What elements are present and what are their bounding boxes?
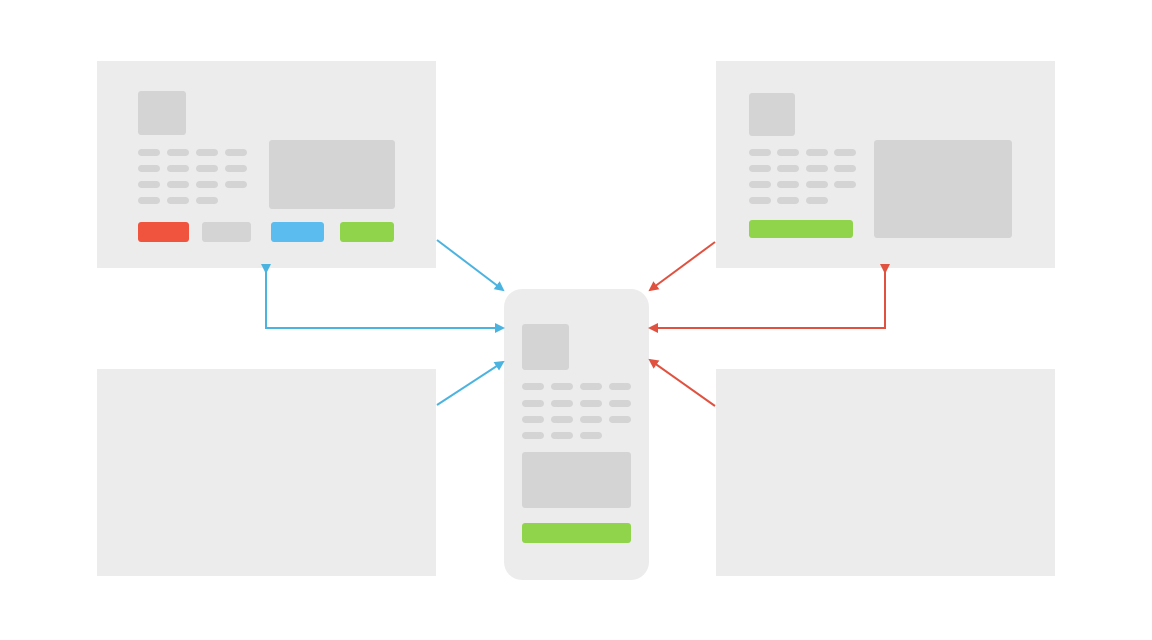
arrow-top-left-to-phone bbox=[436, 239, 505, 292]
text-line-placeholder bbox=[522, 383, 544, 390]
content-placeholder bbox=[874, 140, 1012, 238]
text-line-placeholder bbox=[749, 165, 771, 172]
text-line-placeholder bbox=[225, 165, 247, 172]
text-line-placeholder bbox=[806, 165, 828, 172]
mobile-screen bbox=[504, 289, 649, 580]
text-line-placeholder bbox=[196, 181, 218, 188]
text-line-placeholder bbox=[551, 383, 573, 390]
text-line-placeholder bbox=[777, 181, 799, 188]
arrow-bidirectional-left bbox=[261, 264, 505, 333]
image-placeholder bbox=[749, 93, 795, 136]
text-line-placeholder bbox=[225, 149, 247, 156]
text-line-placeholder bbox=[551, 400, 573, 407]
text-line-placeholder bbox=[834, 149, 856, 156]
green-button[interactable] bbox=[749, 220, 853, 238]
green-button[interactable] bbox=[340, 222, 394, 242]
text-line-placeholder bbox=[522, 432, 544, 439]
text-line-placeholder bbox=[777, 149, 799, 156]
text-line-placeholder bbox=[806, 181, 828, 188]
text-line-placeholder bbox=[580, 383, 602, 390]
green-button[interactable] bbox=[522, 523, 631, 543]
text-line-placeholder bbox=[167, 181, 189, 188]
text-line-placeholder bbox=[749, 149, 771, 156]
red-button[interactable] bbox=[138, 222, 189, 242]
arrow-bottom-left-to-phone bbox=[436, 360, 505, 406]
text-line-placeholder bbox=[806, 149, 828, 156]
text-line-placeholder bbox=[609, 416, 631, 423]
arrow-bottom-right-to-phone bbox=[648, 358, 716, 407]
text-line-placeholder bbox=[777, 165, 799, 172]
arrow-top-right-to-phone bbox=[648, 241, 716, 292]
text-line-placeholder bbox=[834, 165, 856, 172]
text-line-placeholder bbox=[522, 416, 544, 423]
content-placeholder bbox=[522, 452, 631, 508]
blue-button[interactable] bbox=[271, 222, 324, 242]
image-placeholder bbox=[138, 91, 186, 135]
text-line-placeholder bbox=[167, 165, 189, 172]
content-placeholder bbox=[269, 140, 395, 209]
text-line-placeholder bbox=[551, 416, 573, 423]
top-left-screen bbox=[97, 61, 436, 268]
text-line-placeholder bbox=[196, 197, 218, 204]
top-right-screen bbox=[716, 61, 1055, 268]
text-line-placeholder bbox=[196, 149, 218, 156]
text-line-placeholder bbox=[138, 149, 160, 156]
text-line-placeholder bbox=[777, 197, 799, 204]
arrow-bidirectional-right bbox=[648, 264, 890, 333]
bottom-left-screen bbox=[97, 369, 436, 576]
text-line-placeholder bbox=[551, 432, 573, 439]
text-line-placeholder bbox=[167, 149, 189, 156]
text-line-placeholder bbox=[580, 400, 602, 407]
text-line-placeholder bbox=[749, 197, 771, 204]
text-line-placeholder bbox=[609, 400, 631, 407]
text-line-placeholder bbox=[806, 197, 828, 204]
text-line-placeholder bbox=[167, 197, 189, 204]
text-line-placeholder bbox=[580, 432, 602, 439]
text-line-placeholder bbox=[138, 165, 160, 172]
text-line-placeholder bbox=[196, 165, 218, 172]
text-line-placeholder bbox=[580, 416, 602, 423]
image-placeholder bbox=[522, 324, 569, 370]
gray-button[interactable] bbox=[202, 222, 251, 242]
bottom-right-screen bbox=[716, 369, 1055, 576]
text-line-placeholder bbox=[225, 181, 247, 188]
text-line-placeholder bbox=[609, 383, 631, 390]
text-line-placeholder bbox=[522, 400, 544, 407]
text-line-placeholder bbox=[138, 197, 160, 204]
text-line-placeholder bbox=[749, 181, 771, 188]
text-line-placeholder bbox=[138, 181, 160, 188]
text-line-placeholder bbox=[834, 181, 856, 188]
